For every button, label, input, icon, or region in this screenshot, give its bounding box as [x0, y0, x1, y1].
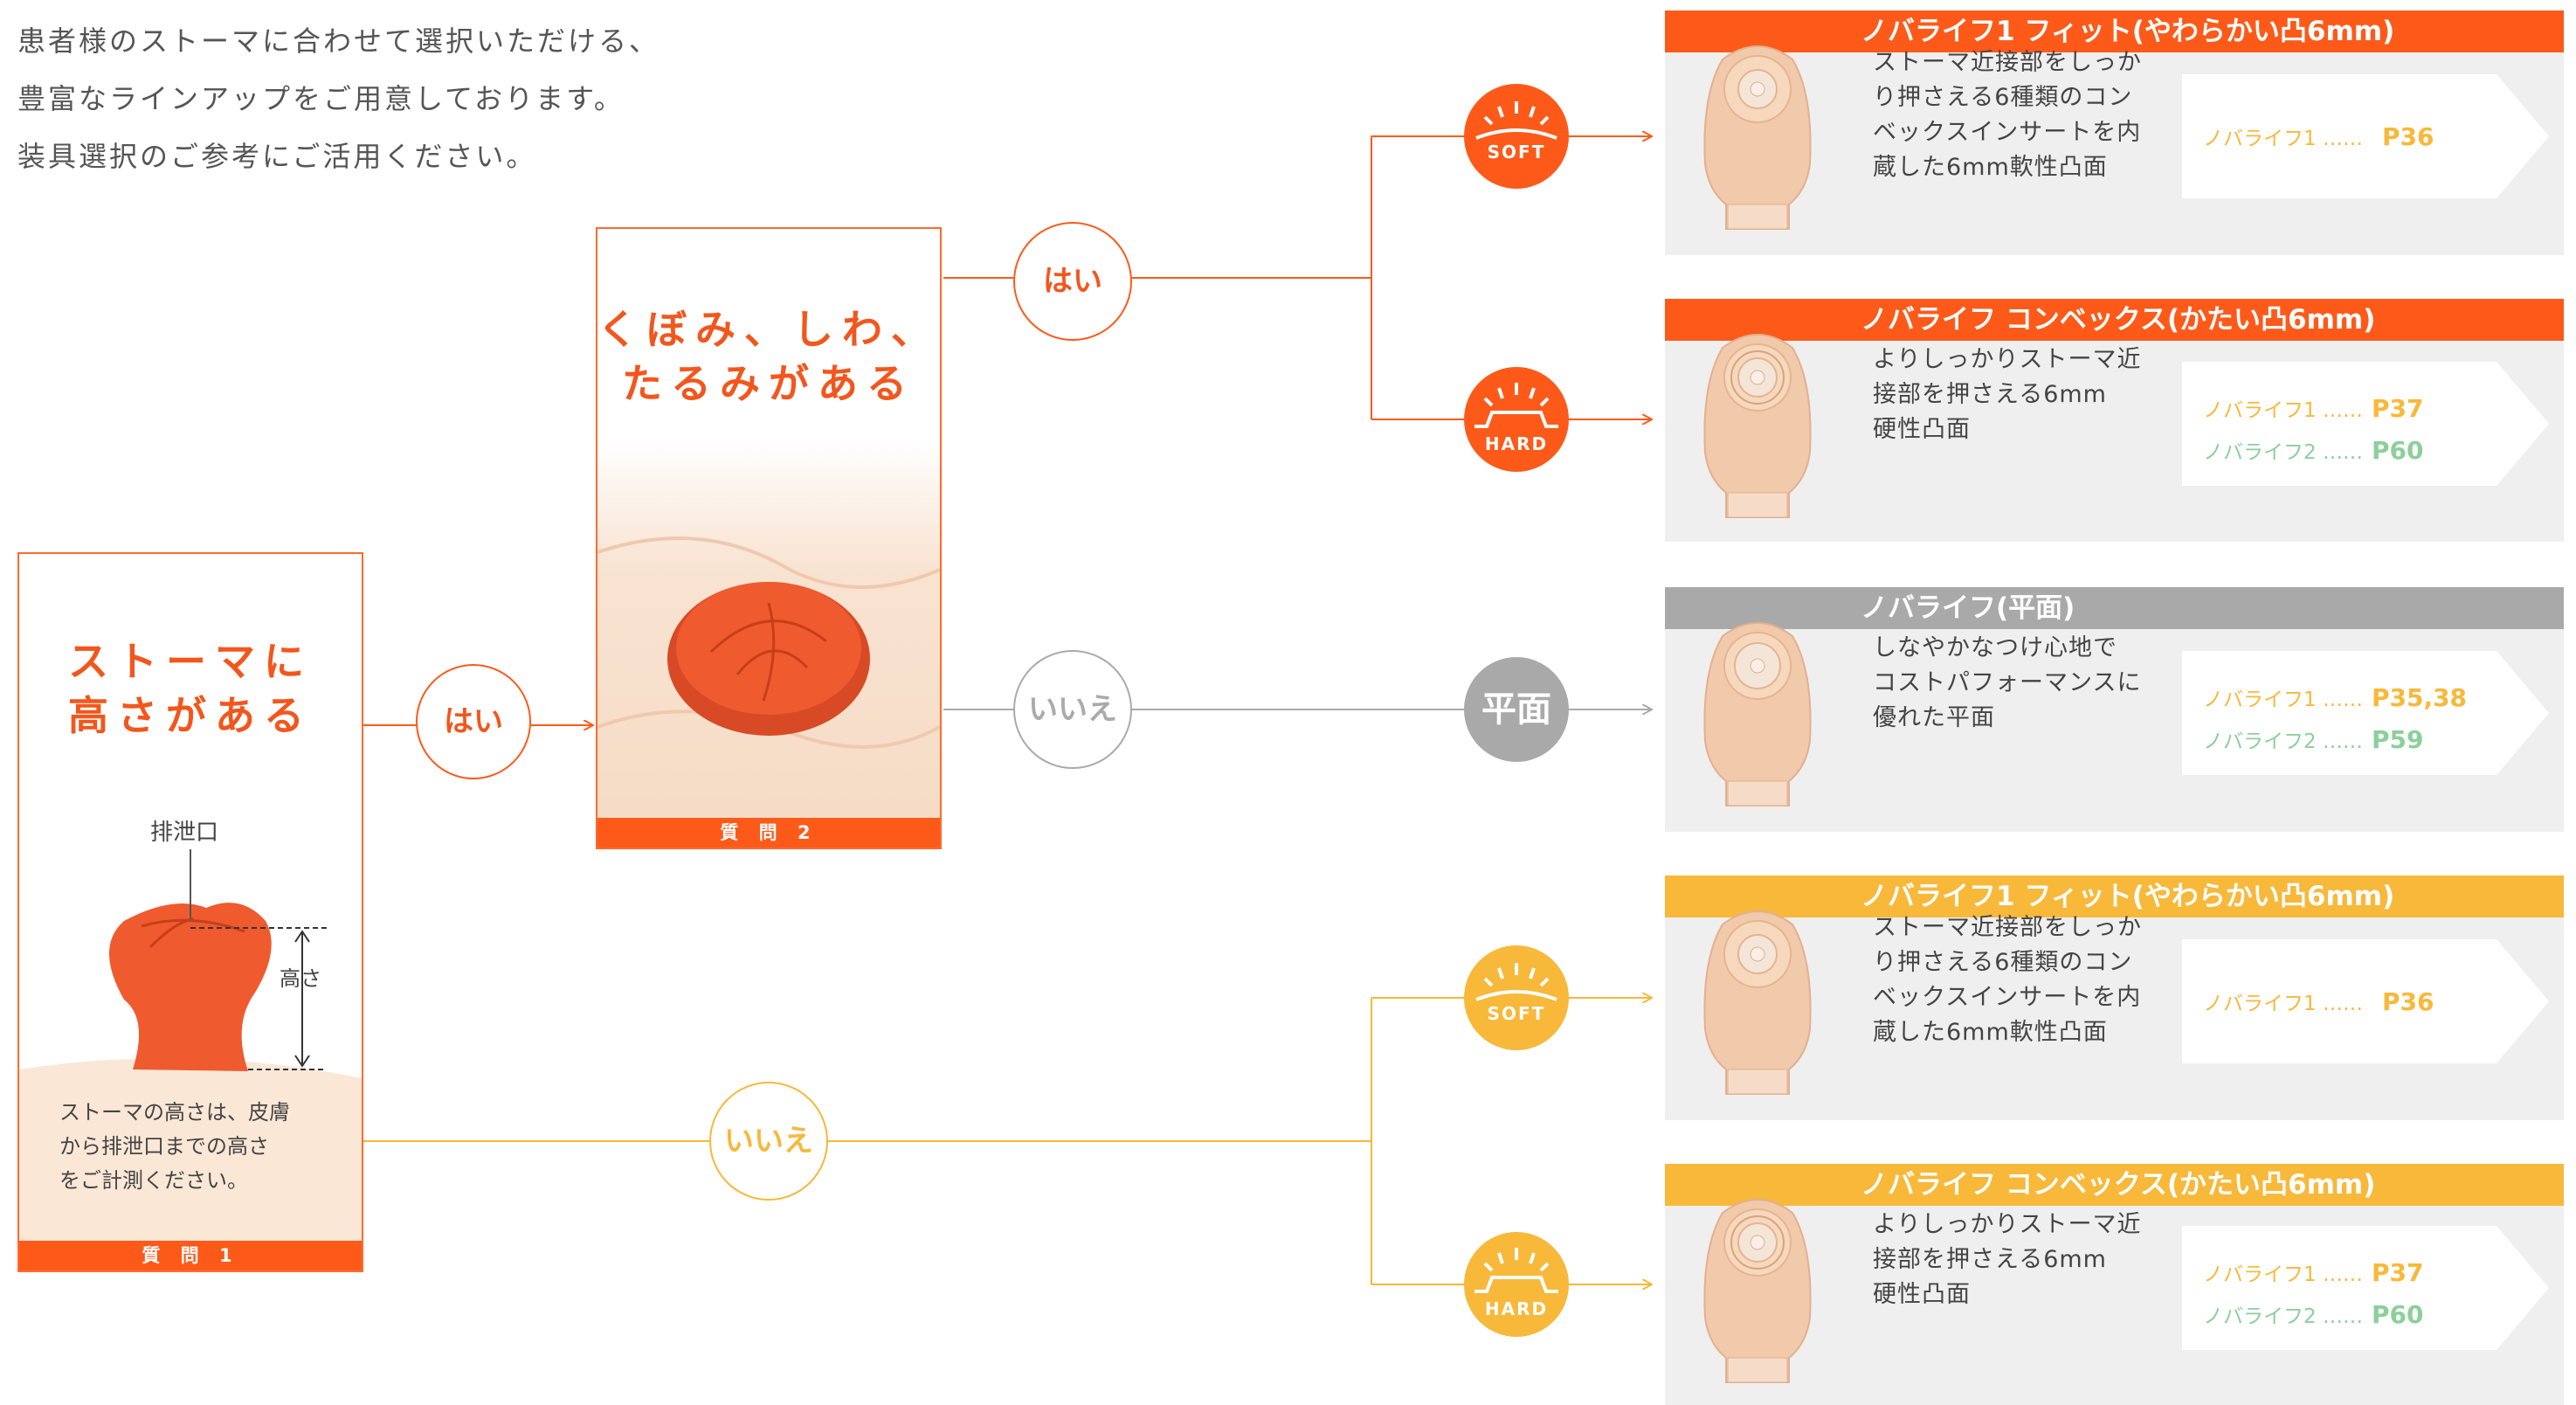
intro-text: 患者様のストーマに合わせて選択いただける、 豊富なラインアップをご用意しておりま…: [17, 12, 660, 185]
intro-line-3: 装具選択のご参考にご活用ください。: [17, 140, 537, 173]
question-2-title: くぼみ、しわ、 たるみがある: [597, 306, 940, 407]
description-line: ストーマ近接部をしっか: [1873, 49, 2142, 76]
product-title: ノバライフ1 フィット(やわらかい凸6mm): [1665, 10, 2564, 52]
description-line: り押さえる6種類のコン: [1873, 84, 2133, 111]
page-reference-panel: ノバライフ1 …… P36: [2182, 939, 2549, 1063]
page-number-link[interactable]: P36: [2381, 122, 2434, 151]
outlet-label: 排泄口: [150, 820, 219, 846]
page-reference-row[interactable]: ノバライフ1 …… P37: [2203, 1257, 2423, 1287]
page-reference-panel: ノバライフ1 …… P35,38 ノバライフ2 …… P59: [2182, 651, 2549, 775]
question-1-note: ストーマの高さは、皮膚 から排泄口までの高さ をご計測ください。: [59, 1096, 290, 1198]
description-line: ストーマ近接部をしっか: [1873, 914, 2142, 941]
page-number-link[interactable]: P37: [2371, 394, 2424, 423]
description-line: ベックスインサートを内: [1873, 984, 2142, 1011]
product-card: ノバライフ(平面)しなやかなつけ心地でコストパフォーマンスに優れた平面ノバライフ…: [1665, 587, 2564, 832]
page-reference-row[interactable]: ノバライフ1 …… P36: [2203, 121, 2434, 151]
question-1-card: ストーマに 高さがある 排泄口 高さ ストーマの高さは、皮膚 から排泄口までの高…: [17, 552, 363, 1272]
chevron-panel-shape: [2182, 74, 2549, 198]
hard-badge-orange: HARD: [1464, 367, 1569, 472]
description-line: 蔵した6mm軟性凸面: [1873, 1019, 2108, 1046]
product-series-name: ノバライフ1 ……: [2203, 399, 2363, 422]
intro-line-1: 患者様のストーマに合わせて選択いただける、: [17, 24, 660, 58]
product-title: ノバライフ コンベックス(かたい凸6mm): [1665, 1164, 2564, 1206]
q2-no-node: いいえ: [1013, 650, 1132, 769]
page-number-link[interactable]: P37: [2371, 1258, 2424, 1287]
soft-badge-orange: SOFT: [1464, 84, 1569, 189]
product-series-name: ノバライフ1 ……: [2203, 128, 2363, 150]
height-label: 高さ: [280, 966, 321, 991]
description-line: 蔵した6mm軟性凸面: [1873, 154, 2108, 181]
product-description: しなやかなつけ心地でコストパフォーマンスに優れた平面: [1873, 631, 2152, 736]
question-2-card: くぼみ、しわ、 たるみがある 質 問 2: [596, 227, 942, 849]
q1-yes-node: はい: [416, 664, 531, 779]
soft-convex-icon-yellow: [1475, 963, 1557, 1001]
product-description: ストーマ近接部をしっかり押さえる6種類のコンベックスインサートを内蔵した6mm軟…: [1873, 910, 2152, 1050]
product-title: ノバライフ コンベックス(かたい凸6mm): [1665, 299, 2564, 341]
page-number-link[interactable]: P59: [2371, 725, 2424, 754]
page-reference-row[interactable]: ノバライフ2 …… P60: [2203, 435, 2423, 465]
description-line: 硬性凸面: [1873, 416, 1971, 443]
product-title: ノバライフ1 フィット(やわらかい凸6mm): [1665, 876, 2564, 917]
page-reference-panel: ノバライフ1 …… P37 ノバライフ2 …… P60: [2182, 1226, 2549, 1350]
page-number-link[interactable]: P36: [2381, 987, 2434, 1016]
hard-convex-icon-yellow: [1474, 1248, 1558, 1293]
ostomy-pouch-image: [1703, 910, 1812, 1095]
chevron-panel-shape: [2182, 1226, 2549, 1350]
page-number-link[interactable]: P60: [2371, 436, 2424, 465]
hard-convex-icon: [1474, 383, 1558, 428]
product-series-name: ノバライフ2 ……: [2203, 441, 2363, 464]
flat-badge: 平面: [1464, 657, 1569, 762]
page-number-link[interactable]: P35,38: [2371, 683, 2468, 712]
soft-convex-icon: [1475, 101, 1557, 140]
description-line: ベックスインサートを内: [1873, 119, 2142, 146]
product-series-name: ノバライフ2 ……: [2203, 1305, 2363, 1328]
page-reference-row[interactable]: ノバライフ2 …… P59: [2203, 724, 2423, 754]
description-line: よりしっかりストーマ近: [1873, 346, 2142, 373]
ostomy-pouch-image: [1703, 334, 1812, 518]
q2-yes-node: はい: [1013, 222, 1132, 341]
question-2-footer: 質 問 2: [597, 818, 940, 848]
description-line: コストパフォーマンスに: [1873, 669, 2142, 696]
page-reference-row[interactable]: ノバライフ1 …… P37: [2203, 393, 2423, 423]
description-line: よりしっかりストーマ近: [1873, 1211, 2142, 1238]
product-series-name: ノバライフ2 ……: [2203, 730, 2363, 753]
product-description: よりしっかりストーマ近接部を押さえる6mm 硬性凸面: [1873, 343, 2152, 447]
intro-line-2: 豊富なラインアップをご用意しております。: [17, 82, 625, 115]
product-series-name: ノバライフ1 ……: [2203, 689, 2363, 711]
ostomy-pouch-image: [1703, 1199, 1812, 1383]
description-line: しなやかなつけ心地で: [1873, 634, 2117, 661]
skin-fold-illustration: [597, 439, 940, 818]
page-reference-row[interactable]: ノバライフ1 …… P35,38: [2203, 682, 2467, 712]
page-number-link[interactable]: P60: [2371, 1300, 2424, 1329]
product-title: ノバライフ(平面): [1665, 587, 2564, 629]
hard-badge-yellow: HARD: [1464, 1232, 1569, 1337]
description-line: 接部を押さえる6mm: [1873, 1246, 2107, 1273]
product-card: ノバライフ コンベックス(かたい凸6mm)よりしっかりストーマ近接部を押さえる6…: [1665, 1164, 2564, 1405]
soft-badge-yellow: SOFT: [1464, 945, 1569, 1050]
page-reference-row[interactable]: ノバライフ1 …… P36: [2203, 986, 2434, 1016]
description-line: 硬性凸面: [1873, 1281, 1971, 1308]
q1-no-node: いいえ: [709, 1082, 828, 1201]
question-1-footer: 質 問 1: [19, 1241, 362, 1270]
description-line: 接部を押さえる6mm: [1873, 381, 2107, 408]
page-reference-panel: ノバライフ1 …… P36: [2182, 74, 2549, 198]
page-reference-row[interactable]: ノバライフ2 …… P60: [2203, 1299, 2423, 1329]
chevron-panel-shape: [2182, 362, 2549, 486]
ostomy-pouch-image: [1703, 622, 1812, 806]
product-card: ノバライフ コンベックス(かたい凸6mm)よりしっかりストーマ近接部を押さえる6…: [1665, 299, 2564, 542]
description-line: 優れた平面: [1873, 704, 1995, 731]
question-1-title: ストーマに 高さがある: [68, 638, 313, 739]
ostomy-pouch-image: [1703, 45, 1812, 230]
product-description: ストーマ近接部をしっかり押さえる6種類のコンベックスインサートを内蔵した6mm軟…: [1873, 45, 2152, 185]
description-line: り押さえる6種類のコン: [1873, 949, 2133, 976]
page-reference-panel: ノバライフ1 …… P37 ノバライフ2 …… P60: [2182, 362, 2549, 486]
chevron-panel-shape: [2182, 651, 2549, 775]
product-card: ノバライフ1 フィット(やわらかい凸6mm)ストーマ近接部をしっかり押さえる6種…: [1665, 10, 2564, 255]
product-series-name: ノバライフ1 ……: [2203, 1263, 2363, 1286]
chevron-panel-shape: [2182, 939, 2549, 1063]
product-card: ノバライフ1 フィット(やわらかい凸6mm)ストーマ近接部をしっかり押さえる6種…: [1665, 876, 2564, 1120]
product-series-name: ノバライフ1 ……: [2203, 993, 2363, 1015]
product-description: よりしっかりストーマ近接部を押さえる6mm 硬性凸面: [1873, 1208, 2152, 1312]
